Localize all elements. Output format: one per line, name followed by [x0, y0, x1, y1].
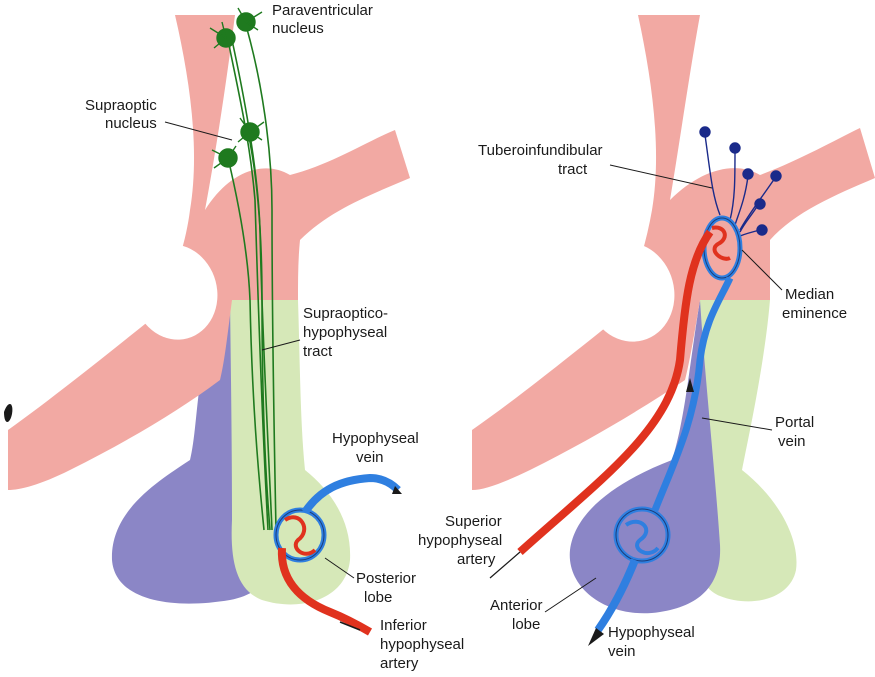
- leader-median: [741, 249, 783, 291]
- left-hypophyseal-vein: [301, 473, 401, 515]
- label-inferior-1: Inferior: [380, 617, 427, 634]
- leader-supraoptic: [164, 121, 233, 141]
- artifact-mark: [4, 403, 13, 422]
- label-portal-2: vein: [778, 433, 806, 450]
- label-hyp-vein-right-1: Hypophyseal: [608, 624, 695, 641]
- right-chiasm-hole: [585, 242, 675, 342]
- leader-anterior: [544, 577, 597, 613]
- label-hyp-vein-left-2: vein: [356, 449, 384, 466]
- label-portal-1: Portal: [775, 414, 814, 431]
- label-hyp-vein-right-2: vein: [608, 643, 636, 660]
- label-tubero-2: tract: [558, 161, 588, 178]
- leader-tract: [261, 339, 301, 351]
- label-tract-2: hypophyseal: [303, 324, 387, 341]
- right-panel: Tuberoinfundibular tract Median eminence…: [418, 15, 875, 660]
- label-superior-3: artery: [457, 551, 496, 568]
- label-supraoptic-1: Supraoptic: [85, 97, 157, 114]
- left-capillary: [273, 507, 327, 563]
- label-superior-1: Superior: [445, 513, 502, 530]
- right-superior-artery: [517, 229, 714, 555]
- right-anterior-lobe: [569, 300, 721, 614]
- label-superior-2: hypophyseal: [418, 532, 502, 549]
- label-inferior-3: artery: [380, 655, 419, 672]
- label-posterior-2: lobe: [364, 589, 392, 606]
- leader-tubero: [609, 164, 713, 189]
- left-hypothalamus: [8, 15, 410, 490]
- label-tract-1: Supraoptico-: [303, 305, 388, 322]
- left-inferior-artery: [277, 547, 373, 636]
- left-panel: Paraventricular nucleus Supraoptic nucle…: [8, 2, 464, 672]
- right-hypothalamus: [472, 15, 875, 490]
- right-hypophyseal-vein: [594, 558, 639, 633]
- label-median-1: Median: [785, 286, 834, 303]
- leader-posterior: [324, 557, 355, 579]
- label-anterior-2: lobe: [512, 616, 540, 633]
- right-portal-vein: [651, 276, 734, 512]
- label-supraoptic-2: nucleus: [105, 115, 157, 132]
- label-posterior-1: Posterior: [356, 570, 416, 587]
- label-inferior-2: hypophyseal: [380, 636, 464, 653]
- left-neuron-bodies: [209, 7, 265, 169]
- label-tract-3: tract: [303, 343, 333, 360]
- label-median-2: eminence: [782, 305, 847, 322]
- leader-portal: [701, 417, 773, 431]
- label-hyp-vein-left-1: Hypophyseal: [332, 430, 419, 447]
- label-tubero-1: Tuberoinfundibular: [478, 142, 603, 159]
- left-posterior-lobe: [230, 300, 351, 605]
- right-anterior-capillary: [613, 506, 671, 564]
- label-paraventricular-2: nucleus: [272, 20, 324, 37]
- right-neurons: [699, 126, 782, 237]
- label-anterior-1: Anterior: [490, 597, 543, 614]
- left-axon-bundle: [227, 21, 277, 531]
- left-chiasm-hole: [132, 244, 218, 340]
- label-paraventricular-1: Paraventricular: [272, 2, 373, 19]
